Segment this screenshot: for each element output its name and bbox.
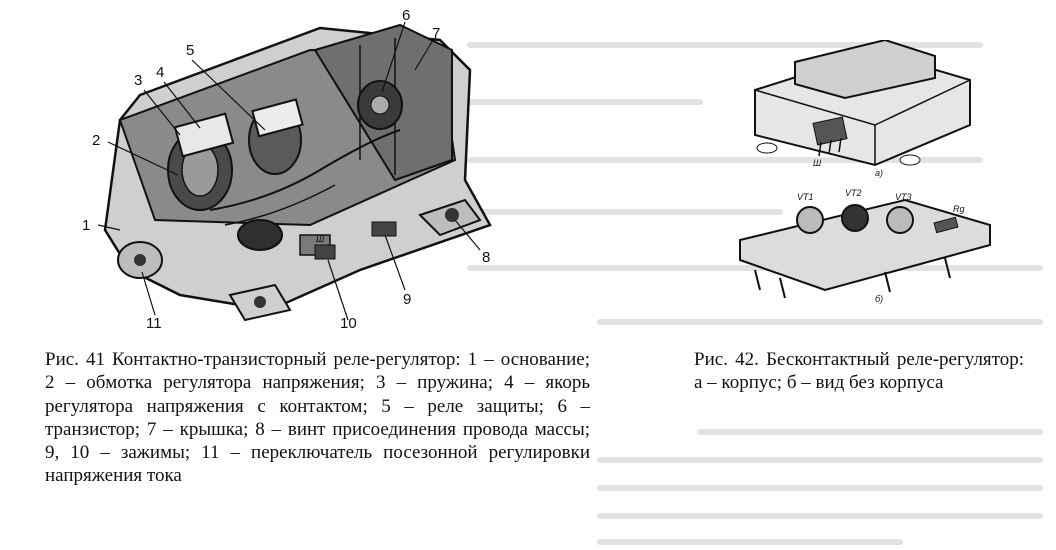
figure-41-regulator-drawing: 1 2 3 4 5 6 7 8 9 10 11 Ш xyxy=(82,10,492,330)
fig42-label-vt3: VT3 xyxy=(895,192,912,202)
fig42-label-rg: Rg xyxy=(953,204,965,214)
figure-42-caption: Рис. 42. Бесконтактный реле-регулятор: а… xyxy=(694,349,1024,394)
fig41-label-2: 2 xyxy=(92,132,100,149)
fig42-label-b: б) xyxy=(875,294,883,304)
fig41-label-11: 11 xyxy=(146,315,162,330)
fig41-label-1: 1 xyxy=(82,217,90,234)
fig41-label-7: 7 xyxy=(432,25,440,42)
fig42-plug-label: Ш xyxy=(813,158,822,168)
fig41-plug-label: Ш xyxy=(316,234,325,244)
fig41-label-10: 10 xyxy=(340,315,357,330)
fig42-label-a: а) xyxy=(875,168,883,178)
figure-42-contactless-regulator-drawing: Ш а) VT1 VT2 VT3 Rg б) xyxy=(739,40,991,304)
fig41-label-6: 6 xyxy=(402,10,410,24)
fig41-label-3: 3 xyxy=(134,72,142,89)
fig41-label-9: 9 xyxy=(403,291,411,308)
fig42-label-vt2: VT2 xyxy=(845,188,862,198)
fig42-label-vt1: VT1 xyxy=(797,192,814,202)
fig41-label-5: 5 xyxy=(186,42,194,59)
fig41-label-8: 8 xyxy=(482,249,490,266)
fig41-label-4: 4 xyxy=(156,64,164,81)
figure-41-caption: Рис. 41 Контактно-транзисторный реле-рег… xyxy=(45,349,590,487)
